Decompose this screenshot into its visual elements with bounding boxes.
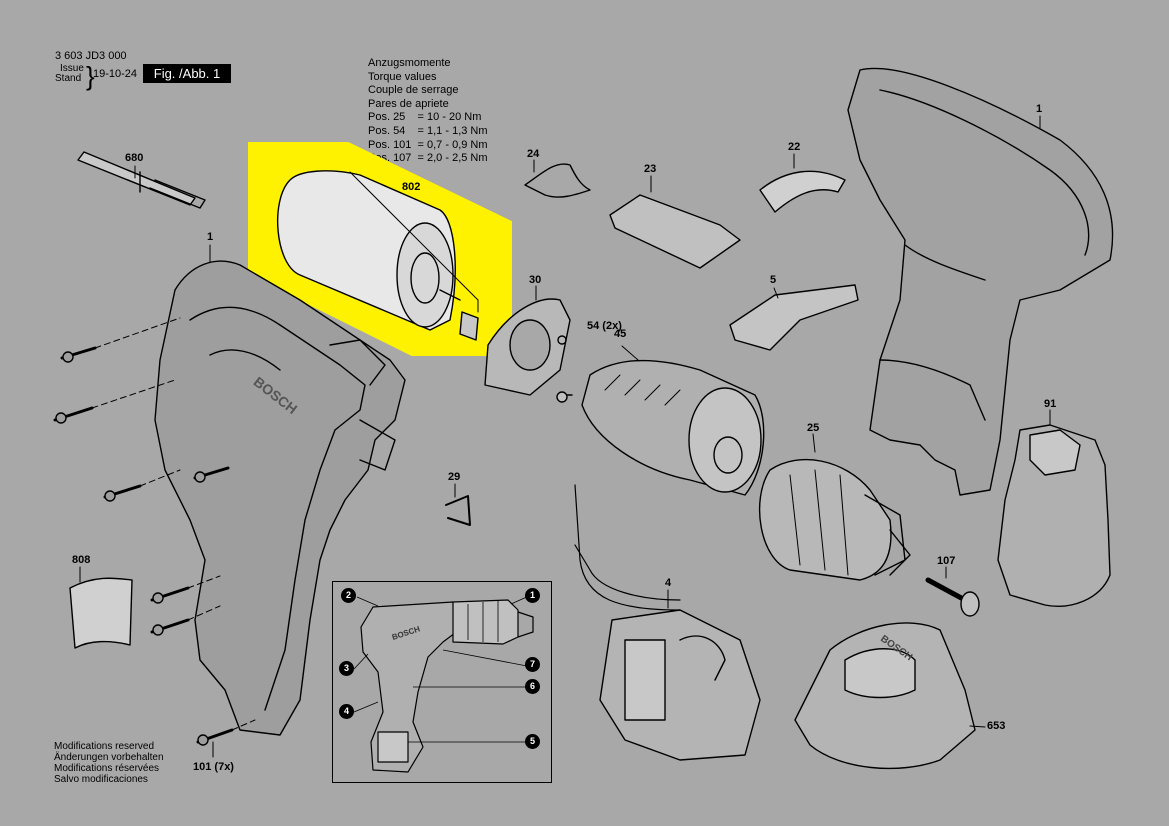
- switch-module-icon: [574, 484, 761, 761]
- screw-icon: [53, 346, 234, 746]
- stand-label: Stand: [55, 73, 82, 84]
- issue-label: Issue: [60, 63, 84, 74]
- torque-line: Pos. 101 = 0,7 - 0,9 Nm: [368, 138, 488, 151]
- part-label-54: 54 (2x): [587, 320, 622, 332]
- issue-date: 19-10-24: [93, 68, 138, 80]
- slider-icon: [609, 194, 741, 269]
- part-label-107: 107: [937, 555, 956, 567]
- gearbox-icon: [581, 359, 765, 496]
- part-label-1-right: 1: [1036, 103, 1043, 115]
- overview-badge-7: 7: [525, 657, 540, 672]
- part-label-5: 5: [770, 274, 777, 286]
- brace-icon: }: [86, 61, 95, 91]
- overview-badge-4: 4: [339, 704, 354, 719]
- cover-icon: [759, 170, 846, 213]
- figure-label: Fig. /Abb. 1: [143, 64, 231, 83]
- part-label-45: 45: [614, 328, 627, 340]
- modifications-line: Modifications réservées: [54, 763, 160, 774]
- part-label-101: 101 (7x): [193, 761, 234, 773]
- charger-icon: BOSCH: [794, 622, 976, 770]
- part-label-653: 653: [987, 720, 1006, 732]
- torque-line: Pares de apriete: [368, 97, 449, 110]
- torque-line: Pos. 107 = 2,0 - 2,5 Nm: [368, 152, 488, 165]
- part-label-1-left: 1: [207, 231, 214, 243]
- screw-107-icon: [925, 577, 980, 617]
- part-label-680: 680: [125, 152, 144, 164]
- modifications-line: Modifications reserved: [54, 741, 155, 752]
- part-label-29: 29: [448, 471, 461, 483]
- overview-badge-6: 6: [525, 679, 540, 694]
- part-label-808: 808: [72, 554, 91, 566]
- overview-badge-2: 2: [341, 588, 356, 603]
- part-label-30: 30: [529, 274, 542, 286]
- chuck-icon: [758, 458, 911, 581]
- part-label-22: 22: [788, 141, 801, 153]
- button-icon: [729, 284, 859, 351]
- motor-icon: [277, 170, 479, 341]
- housing-left-icon: BOSCH: [154, 260, 406, 736]
- overview-inset: BOSCH 1 2 3 4 5 6 7: [332, 581, 552, 783]
- torque-line: Couple de serrage: [368, 84, 459, 97]
- label-plate-icon: [69, 577, 133, 649]
- drill-overview-icon: BOSCH: [353, 595, 534, 773]
- torque-line: Torque values: [368, 70, 437, 83]
- part-label-24: 24: [527, 148, 540, 160]
- part-label-23: 23: [644, 163, 657, 175]
- overview-badge-1: 1: [525, 588, 540, 603]
- overview-badge-5: 5: [525, 734, 540, 749]
- part-label-802: 802: [402, 181, 421, 193]
- modifications-line: Salvo modificaciones: [54, 774, 148, 785]
- doc-number: 3 603 JD3 000: [55, 50, 127, 62]
- spring-clip-icon: [445, 495, 471, 526]
- torque-line: Pos. 25 = 10 - 20 Nm: [368, 111, 482, 124]
- torque-line: Pos. 54 = 1,1 - 1,3 Nm: [368, 124, 488, 137]
- spring-icon: [524, 163, 591, 198]
- part-label-4: 4: [665, 577, 672, 589]
- housing-right-icon: [847, 67, 1114, 496]
- battery-icon: [997, 424, 1111, 607]
- torque-line: Anzugsmomente: [368, 57, 451, 69]
- overview-badge-3: 3: [339, 661, 354, 676]
- torque-values: Anzugsmomente Torque values Couple de se…: [368, 57, 488, 166]
- modifications-notice: Modifications reserved Änderungen vorbeh…: [54, 741, 164, 785]
- part-label-91: 91: [1044, 398, 1057, 410]
- part-label-25: 25: [807, 422, 820, 434]
- screwdriver-bit-icon: [77, 151, 206, 209]
- gear-bracket-icon: [484, 298, 571, 396]
- modifications-line: Änderungen vorbehalten: [54, 752, 164, 763]
